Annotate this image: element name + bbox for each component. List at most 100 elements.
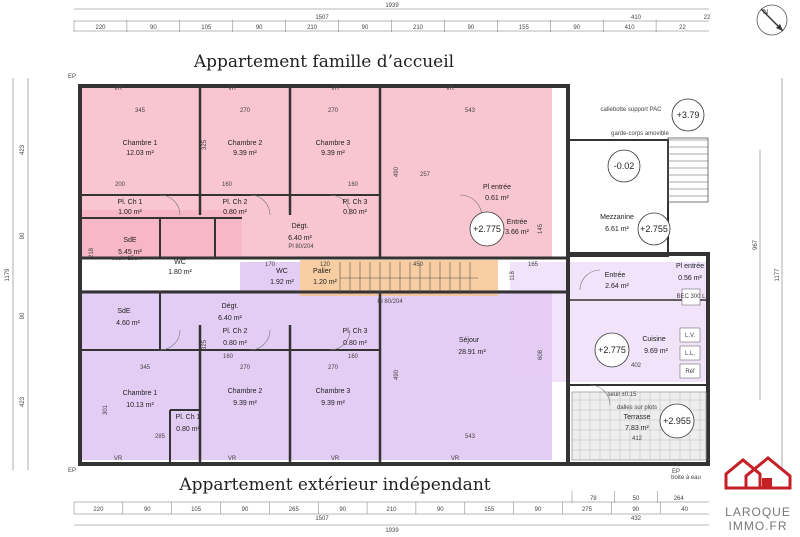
note-vr: VR	[228, 86, 237, 92]
room-area: 1.00 m²	[118, 209, 142, 216]
inner-dim: 120	[320, 262, 331, 268]
room-area: 9.39 m²	[233, 400, 257, 407]
inner-dim: 301	[103, 404, 109, 415]
dim-value: 155	[519, 25, 530, 31]
level-marker	[671, 98, 705, 132]
compass-icon: N	[756, 4, 788, 36]
level-marker	[659, 403, 695, 439]
dim-value: 90	[573, 25, 580, 31]
note-vr: VR	[451, 456, 460, 462]
dim-top-mid: 1507	[315, 15, 329, 21]
logo-line2: IMMO.FR	[729, 519, 788, 533]
room-name: SdE	[117, 308, 131, 315]
room-area: 10.13 m²	[126, 402, 154, 409]
dim-value: 220	[93, 507, 104, 513]
room-name: Palier	[313, 268, 332, 275]
room-name: Pl. Ch 2	[223, 199, 248, 206]
note-seuil: seuil ±0.15	[608, 392, 638, 398]
logo-line1: LAROQUE	[725, 505, 791, 519]
room-area: 0.80 m²	[343, 340, 367, 347]
dim-top-right-b: 22	[704, 15, 711, 21]
inner-dim: 543	[465, 108, 476, 114]
room-area: 1.80 m²	[168, 269, 192, 276]
dim-value: 410	[625, 25, 636, 31]
dim-right-total2: 1177	[775, 268, 781, 282]
inner-dim: 160	[348, 182, 359, 188]
rooms-mid: WC 1.92 m² Palier 1.20 m² Mezzanine 6.61…	[270, 214, 704, 290]
dim-value: 275	[582, 507, 593, 513]
inner-dim: 218	[89, 247, 95, 258]
inner-dim: 160	[348, 354, 359, 360]
note-garde: garde-corps amovible	[611, 131, 669, 137]
room-name: Chambre 2	[228, 140, 263, 147]
room-name: Pl. Ch 3	[343, 199, 368, 206]
room-name: Cuisine	[642, 336, 665, 343]
dim-value: 155	[484, 507, 495, 513]
dim-value: 22	[679, 25, 686, 31]
room-name: WC	[174, 259, 186, 266]
note-socle: socle 15cm	[112, 256, 142, 262]
inner-dim: 118	[510, 271, 516, 281]
room-name: SdE	[123, 237, 137, 244]
inner-dim: 490	[394, 369, 400, 380]
room-name: Chambre 1	[123, 390, 158, 397]
inner-dim: 257	[420, 172, 431, 178]
level-text: +3.79	[677, 110, 700, 120]
room-area: 0.80 m²	[176, 426, 200, 433]
note-calle: callebotte support PAC	[601, 107, 663, 113]
title-top-apartment: Appartement famille d’accueil	[193, 52, 454, 72]
room-name: Chambre 3	[316, 388, 351, 395]
room-name: Pl. Ch 2	[223, 328, 248, 335]
inner-dim: 325	[202, 339, 208, 350]
dim-value: 90	[632, 507, 639, 513]
inner-dim: 402	[631, 363, 642, 369]
outside-stairs	[667, 137, 709, 203]
dim-left-a: 423	[20, 144, 26, 155]
note-vr: VR	[228, 456, 237, 462]
room-name: Chambre 3	[316, 140, 351, 147]
dim-value: 105	[191, 507, 202, 513]
dim-value: 210	[307, 25, 318, 31]
room-area: 9.39 m²	[233, 150, 257, 157]
room-name: Dégt.	[292, 223, 309, 230]
room-area: 9.39 m²	[321, 400, 345, 407]
room-area: 2.64 m²	[605, 283, 629, 290]
level-text: -0.02	[614, 161, 635, 171]
room-name: Séjour	[459, 337, 480, 344]
dim-bottom-total: 1939	[385, 528, 399, 534]
inner-dim: 200	[115, 182, 126, 188]
note-vr: VR	[331, 456, 340, 462]
level-marker	[594, 332, 630, 368]
dim-value: 210	[386, 507, 397, 513]
appliance-label: Réf	[685, 369, 695, 375]
inner-dim: 145	[538, 223, 544, 234]
room-area: 1.92 m²	[270, 279, 294, 286]
dim-right-total: 967	[753, 239, 759, 250]
room-name: Dégt.	[222, 303, 239, 310]
room-name: Entrée	[605, 272, 626, 279]
dim-value: 210	[413, 25, 424, 31]
dim-value: 90	[437, 507, 444, 513]
room-area: 0.56 m²	[678, 275, 702, 282]
dim-value: 90	[242, 507, 249, 513]
inner-dim: 345	[135, 108, 146, 114]
room-name: Pl entrée	[676, 263, 704, 270]
appliance-ref	[679, 363, 701, 379]
level-marker	[469, 211, 505, 247]
room-name: Mezzanine	[600, 214, 634, 221]
dim-left-total: 1179	[5, 268, 11, 282]
stair-steps	[339, 262, 478, 294]
dim-value: 90	[339, 507, 346, 513]
inner-dim: 160	[223, 354, 234, 360]
level-text: +2.755	[640, 224, 668, 234]
inner-dim: 165	[528, 262, 539, 268]
dim-left-d: 90	[20, 312, 26, 319]
level-text: +2.775	[473, 224, 501, 234]
dim-value: 50	[633, 496, 640, 502]
dim-left-b: 423	[20, 396, 26, 407]
inner-dim: 170	[265, 262, 276, 268]
